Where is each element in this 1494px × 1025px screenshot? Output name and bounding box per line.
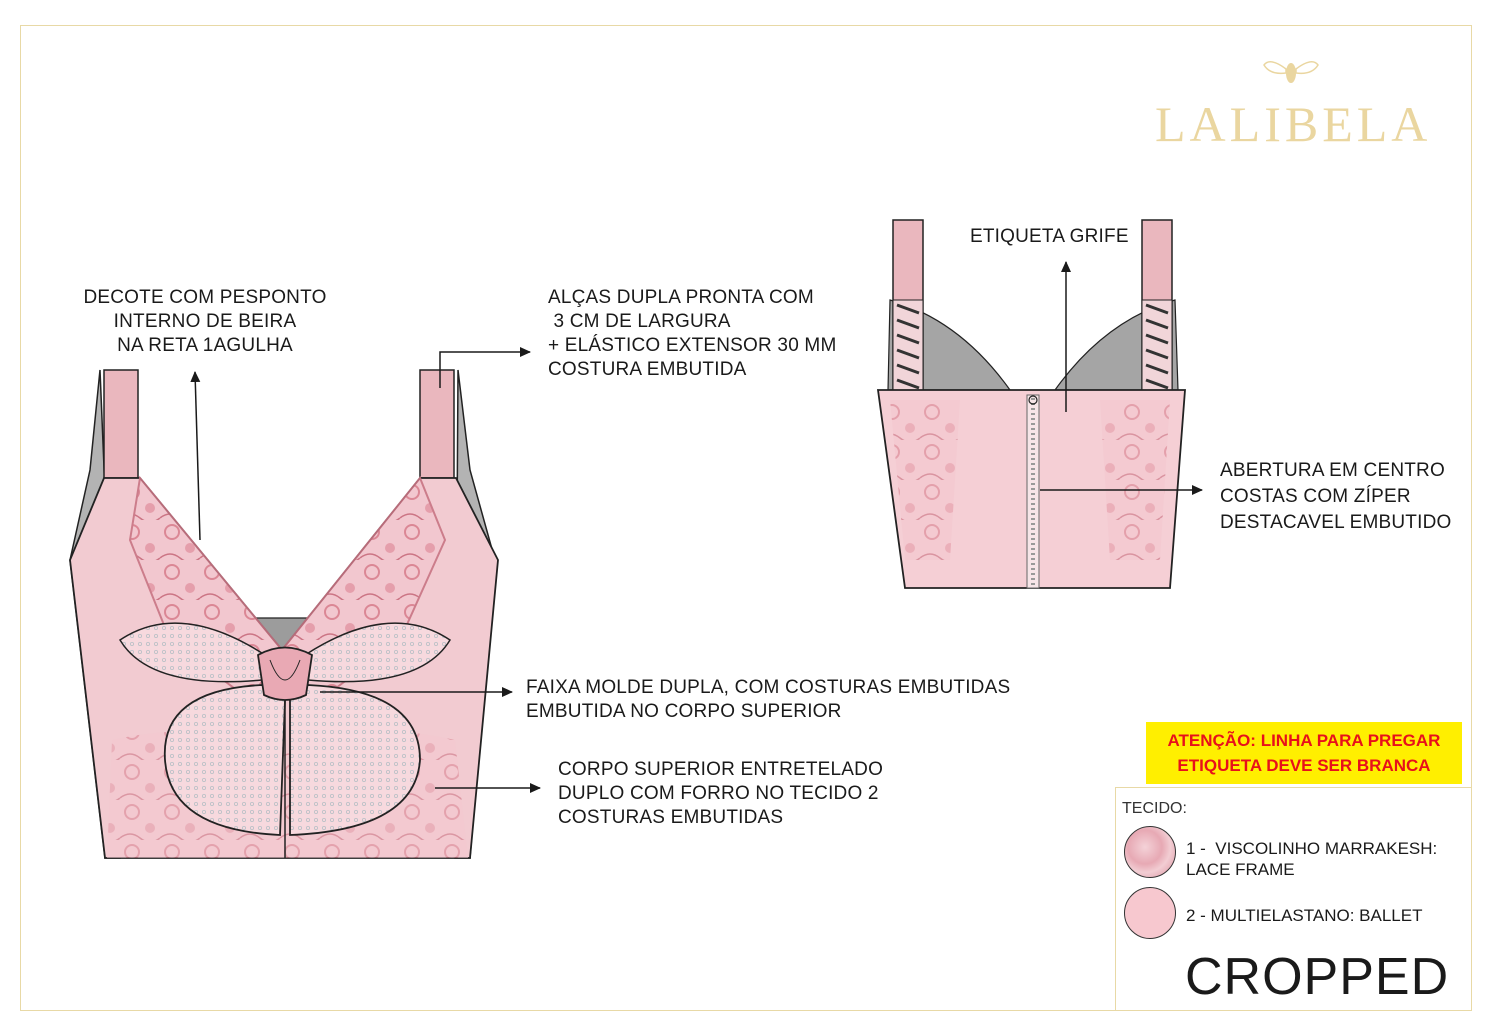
callout-abertura: ABERTURA EM CENTRO COSTAS COM ZÍPER DEST… <box>1220 460 1452 533</box>
callout-etiqueta: ETIQUETA GRIFE <box>970 226 1129 247</box>
callout-alcas: ALÇAS DUPLA PRONTA COM 3 CM DE LARGURA +… <box>548 287 837 380</box>
solid-swatch-icon <box>1124 887 1176 939</box>
front-left-strap <box>103 369 139 479</box>
fabric-legend-title: TECIDO: <box>1122 800 1187 817</box>
front-right-strap <box>419 369 455 479</box>
bee-icon <box>1263 61 1319 83</box>
fabric-item-1: 1 - VISCOLINHO MARRAKESH: LACE FRAME <box>1186 839 1438 879</box>
brand-logo: LALIBELA <box>1155 96 1432 152</box>
callout-decote: DECOTE COM PESPONTO INTERNO DE BEIRA NA … <box>83 287 327 356</box>
sheet-border <box>20 25 1472 1011</box>
style-name: CROPPED <box>1185 948 1450 1006</box>
fabric-legend <box>1115 787 1472 1011</box>
callout-corpo: CORPO SUPERIOR ENTRETELADO DUPLO COM FOR… <box>558 759 884 828</box>
fabric-item-2: 2 - MULTIELASTANO: BALLET <box>1186 906 1423 925</box>
front-view-crop-top <box>69 369 499 859</box>
leader-lines <box>190 261 1203 793</box>
back-view-crop-top <box>876 219 1186 589</box>
warning-text: ATENÇÃO: LINHA PARA PREGAR ETIQUETA DEVE… <box>1167 731 1441 775</box>
lace-swatch-icon <box>1124 826 1176 878</box>
warning-label: ATENÇÃO: LINHA PARA PREGAR ETIQUETA DEVE… <box>1146 722 1462 784</box>
bow-knot <box>257 646 313 701</box>
zipper <box>1026 394 1040 589</box>
callout-faixa: FAIXA MOLDE DUPLA, COM COSTURAS EMBUTIDA… <box>526 677 1011 722</box>
